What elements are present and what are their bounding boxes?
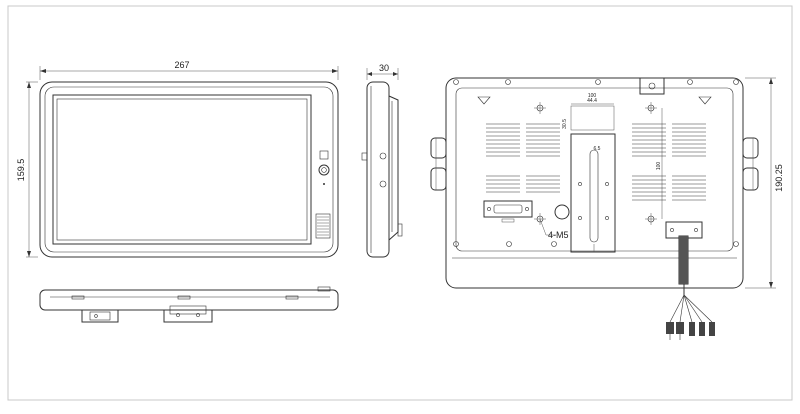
height-label: 159.5 — [16, 159, 26, 182]
rear-view: 100 44.4 30.5 6.5 100 — [430, 77, 759, 340]
width-label: 267 — [174, 60, 189, 70]
side-knob-right — [742, 137, 759, 191]
bottom-view — [39, 286, 339, 323]
mount-height-label: 190.25 — [774, 164, 784, 192]
vesa-label-4: 6.5 — [594, 146, 601, 152]
depth-label: 30 — [379, 63, 389, 73]
side-view — [361, 81, 403, 258]
height-dimension: 159.5 — [16, 81, 38, 258]
speaker-grille — [315, 213, 331, 239]
depth-dimension: 30 — [366, 63, 399, 80]
vesa-label-3: 30.5 — [562, 119, 568, 129]
side-knob-left — [430, 137, 447, 191]
vesa-label-1: 100 — [588, 93, 597, 99]
round-port — [554, 204, 570, 220]
mount-bracket — [570, 133, 616, 253]
vent-lower-right — [632, 175, 706, 201]
vent-upper-right — [632, 123, 706, 157]
mount-height-dimension: 190.25 — [745, 77, 784, 289]
cable-harness — [666, 235, 715, 340]
vesa-label-2: 44.4 — [587, 98, 597, 104]
sheet-frame — [7, 5, 793, 401]
vent-lower-left — [486, 175, 560, 193]
vent-upper-left — [486, 123, 560, 157]
vesa-label-5: 100 — [656, 162, 662, 171]
screw-callout: 4-M5 — [548, 230, 569, 240]
vga-connector — [483, 200, 533, 223]
width-dimension: 267 — [39, 60, 339, 80]
knob-icon — [318, 164, 330, 176]
front-view — [39, 81, 339, 258]
power-button-icon — [319, 150, 329, 160]
